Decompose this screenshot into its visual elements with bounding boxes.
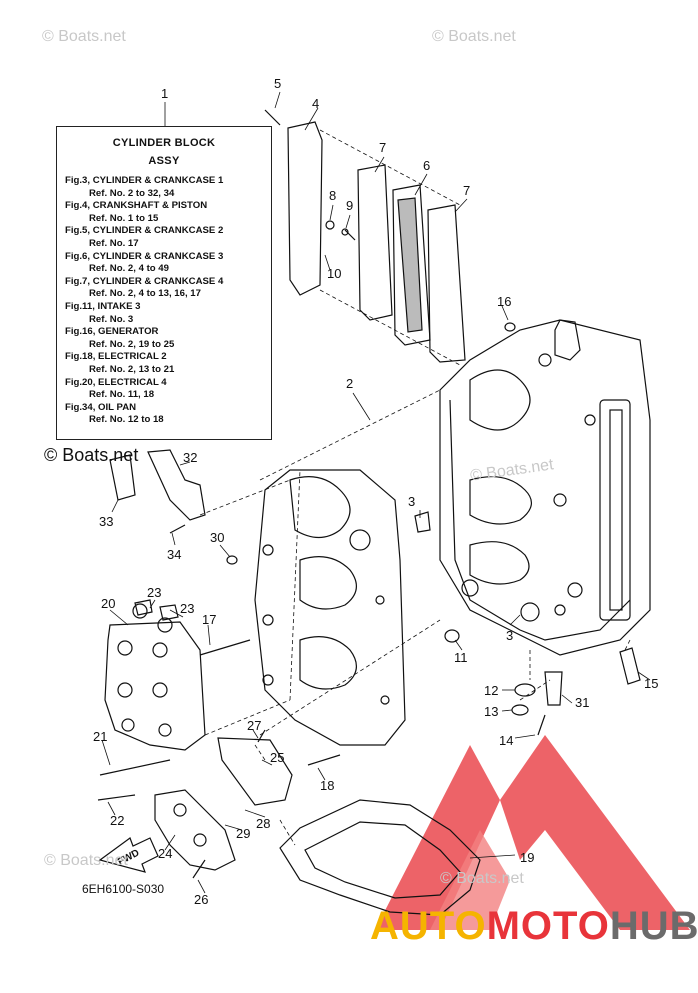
callout-2: 2 — [346, 376, 353, 391]
callout-9: 9 — [346, 198, 353, 213]
callout-23: 23 — [147, 585, 161, 600]
callout-26: 26 — [194, 892, 208, 907]
callout-25: 25 — [270, 750, 284, 765]
callout-15: 15 — [644, 676, 658, 691]
callout-30: 30 — [210, 530, 224, 545]
callout-7: 7 — [379, 140, 386, 155]
watermark: © Boats.net — [44, 445, 139, 465]
legend-ref-line: Ref. No. 2, 13 to 21 — [89, 363, 175, 375]
callout-1: 1 — [161, 86, 168, 101]
callout-numbers: 1233456778910111213141516171819202122232… — [93, 76, 658, 907]
legend-ref-line: Ref. No. 2 to 32, 34 — [89, 187, 175, 199]
callout-20: 20 — [101, 596, 115, 611]
oil-pan-gasket — [279, 799, 481, 916]
legend-ref-line: Ref. No. 2, 4 to 49 — [89, 263, 169, 275]
callout-11: 11 — [454, 650, 468, 665]
diagram-code: 6EH6100-S030 — [82, 882, 165, 896]
callout-13: 13 — [484, 704, 498, 719]
callout-24: 24 — [158, 846, 172, 861]
cylinder-block — [254, 469, 406, 746]
legend-ref-line: Ref. No. 2, 19 to 25 — [89, 338, 175, 350]
legend-ref-line: Ref. No. 3 — [89, 313, 134, 325]
crankcase-assembly — [439, 319, 651, 656]
exhaust-cover-plates — [287, 121, 466, 363]
callout-31: 31 — [575, 695, 589, 710]
legend-fig-line: Fig.34, OIL PAN — [65, 401, 137, 413]
legend-fig-line: Fig.11, INTAKE 3 — [65, 300, 141, 312]
legend-ref-line: Ref. No. 12 to 18 — [89, 414, 164, 426]
brand-part-moto: MOTO — [486, 904, 610, 948]
callout-10: 10 — [327, 266, 341, 281]
callout-29: 29 — [236, 826, 250, 841]
callout-34: 34 — [167, 547, 181, 562]
callout-18: 18 — [320, 778, 334, 793]
thermostat-cover — [154, 789, 236, 871]
callout-6: 6 — [423, 158, 430, 173]
dashed-guides — [199, 129, 631, 846]
callout-8: 8 — [329, 188, 336, 203]
watermark: © Boats.net — [44, 852, 128, 869]
brand-part-hub: HUB — [609, 904, 698, 948]
watermark: © Boats.net — [432, 28, 516, 45]
legend-fig-line: Fig.18, ELECTRICAL 2 — [65, 351, 167, 363]
legend-fig-line: Fig.5, CYLINDER & CRANKCASE 2 — [65, 225, 224, 237]
callout-12: 12 — [484, 683, 498, 698]
fwd-arrow[interactable]: FWD — [98, 837, 159, 873]
legend-ref-line: Ref. No. 11, 18 — [89, 389, 155, 401]
callout-14: 14 — [499, 733, 513, 748]
watermark: © Boats.net — [42, 28, 126, 45]
callout-7: 7 — [463, 183, 470, 198]
callout-19: 19 — [520, 850, 534, 865]
legend-title: CYLINDER BLOCK — [112, 137, 216, 149]
bolts — [97, 109, 546, 879]
legend-ref-line: Ref. No. 17 — [89, 237, 139, 249]
callout-27: 27 — [247, 718, 261, 733]
callout-4: 4 — [312, 96, 319, 111]
brand-logo-mark — [375, 735, 690, 930]
brand-wordmark[interactable]: AUTOMOTOHUB — [370, 904, 698, 949]
legend-fig-line: Fig.16, GENERATOR — [65, 326, 159, 338]
callout-33: 33 — [99, 514, 113, 529]
legend-fig-line: Fig.4, CRANKSHAFT & PISTON — [65, 200, 208, 212]
legend-box: CYLINDER BLOCK ASSY Fig.3, CYLINDER & CR… — [56, 126, 272, 440]
thermostat-gasket — [217, 737, 293, 806]
leader-lines — [101, 91, 651, 894]
callout-32: 32 — [183, 450, 197, 465]
callout-16: 16 — [497, 294, 511, 309]
cylinder-head — [104, 603, 206, 751]
legend-ref-line: Ref. No. 2, 4 to 13, 16, 17 — [89, 288, 201, 300]
callout-5: 5 — [274, 76, 281, 91]
callout-17: 17 — [202, 612, 216, 627]
callout-21: 21 — [93, 729, 107, 744]
legend-fig-line: Fig.20, ELECTRICAL 4 — [65, 376, 167, 388]
legend-subtitle: ASSY — [148, 155, 180, 167]
callout-23: 23 — [180, 601, 194, 616]
legend-ref-line: Ref. No. 1 to 15 — [89, 212, 159, 224]
watermark: © Boats.net — [440, 870, 524, 887]
callout-28: 28 — [256, 816, 270, 831]
legend-fig-line: Fig.7, CYLINDER & CRANKCASE 4 — [65, 275, 224, 287]
legend-fig-line: Fig.6, CYLINDER & CRANKCASE 3 — [65, 250, 224, 262]
legend-fig-line: Fig.3, CYLINDER & CRANKCASE 1 — [65, 175, 224, 186]
callout-3: 3 — [408, 494, 415, 509]
brand-part-auto: AUTO — [370, 904, 487, 948]
callout-3: 3 — [506, 628, 513, 643]
small-parts — [109, 322, 641, 716]
callout-22: 22 — [110, 813, 124, 828]
